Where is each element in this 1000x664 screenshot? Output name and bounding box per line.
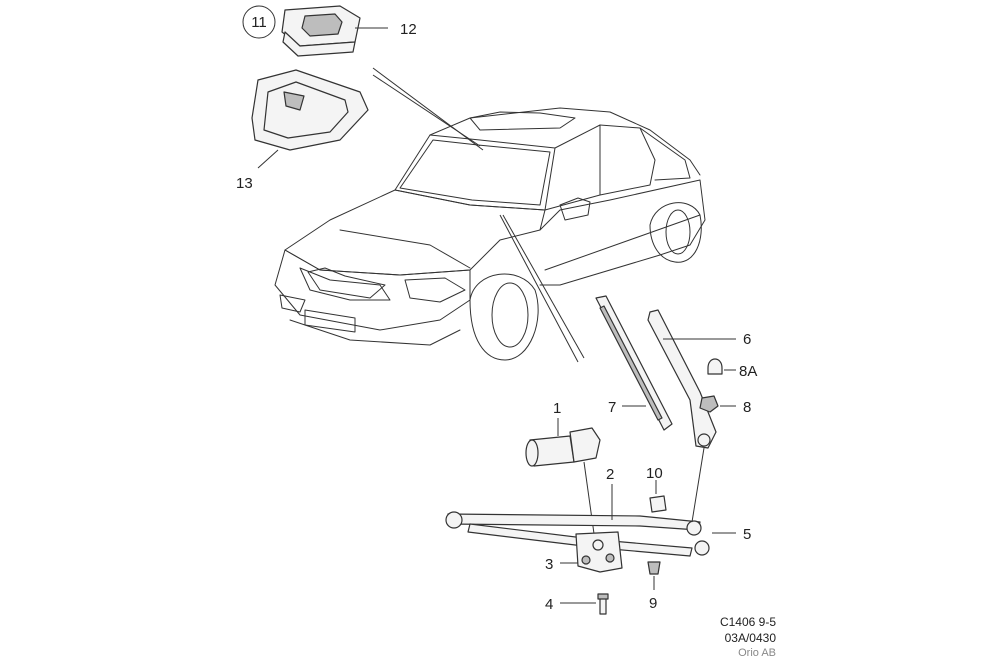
part-1-wiper-motor bbox=[525, 418, 601, 549]
callout-7: 7 bbox=[608, 399, 616, 416]
part-4-bolt bbox=[560, 593, 609, 615]
part-6-wiper-arm bbox=[647, 309, 736, 449]
callout-13: 13 bbox=[236, 175, 253, 192]
callout-12: 12 bbox=[400, 21, 417, 38]
part-8-nut bbox=[699, 395, 736, 413]
callout-2: 2 bbox=[606, 466, 614, 483]
callout-11-circle bbox=[242, 5, 276, 39]
part-7-wiper-blade bbox=[595, 295, 673, 431]
part-9-grommet bbox=[647, 561, 661, 590]
callout-1: 1 bbox=[553, 400, 561, 417]
callout-4: 4 bbox=[545, 596, 553, 613]
callout-10: 10 bbox=[646, 465, 663, 482]
part-10-bushing bbox=[649, 480, 667, 513]
drawing-code: C1406 9-5 bbox=[719, 615, 776, 629]
part-3-bracket bbox=[560, 531, 623, 573]
callout-6: 6 bbox=[743, 331, 751, 348]
part-8a-cap bbox=[707, 358, 736, 375]
part-12-cover bbox=[281, 5, 388, 57]
part-13-housing bbox=[251, 69, 369, 169]
drawing-reference: 03A/0430 bbox=[724, 631, 776, 645]
callout-11: 11 bbox=[251, 14, 267, 31]
car-illustration bbox=[274, 67, 706, 363]
callout-8: 8 bbox=[743, 399, 751, 416]
callout-5: 5 bbox=[743, 526, 751, 543]
callout-8a: 8A bbox=[739, 363, 757, 380]
owner-label: Orio AB bbox=[738, 647, 776, 659]
callout-9: 9 bbox=[649, 595, 657, 612]
callout-3: 3 bbox=[545, 556, 553, 573]
